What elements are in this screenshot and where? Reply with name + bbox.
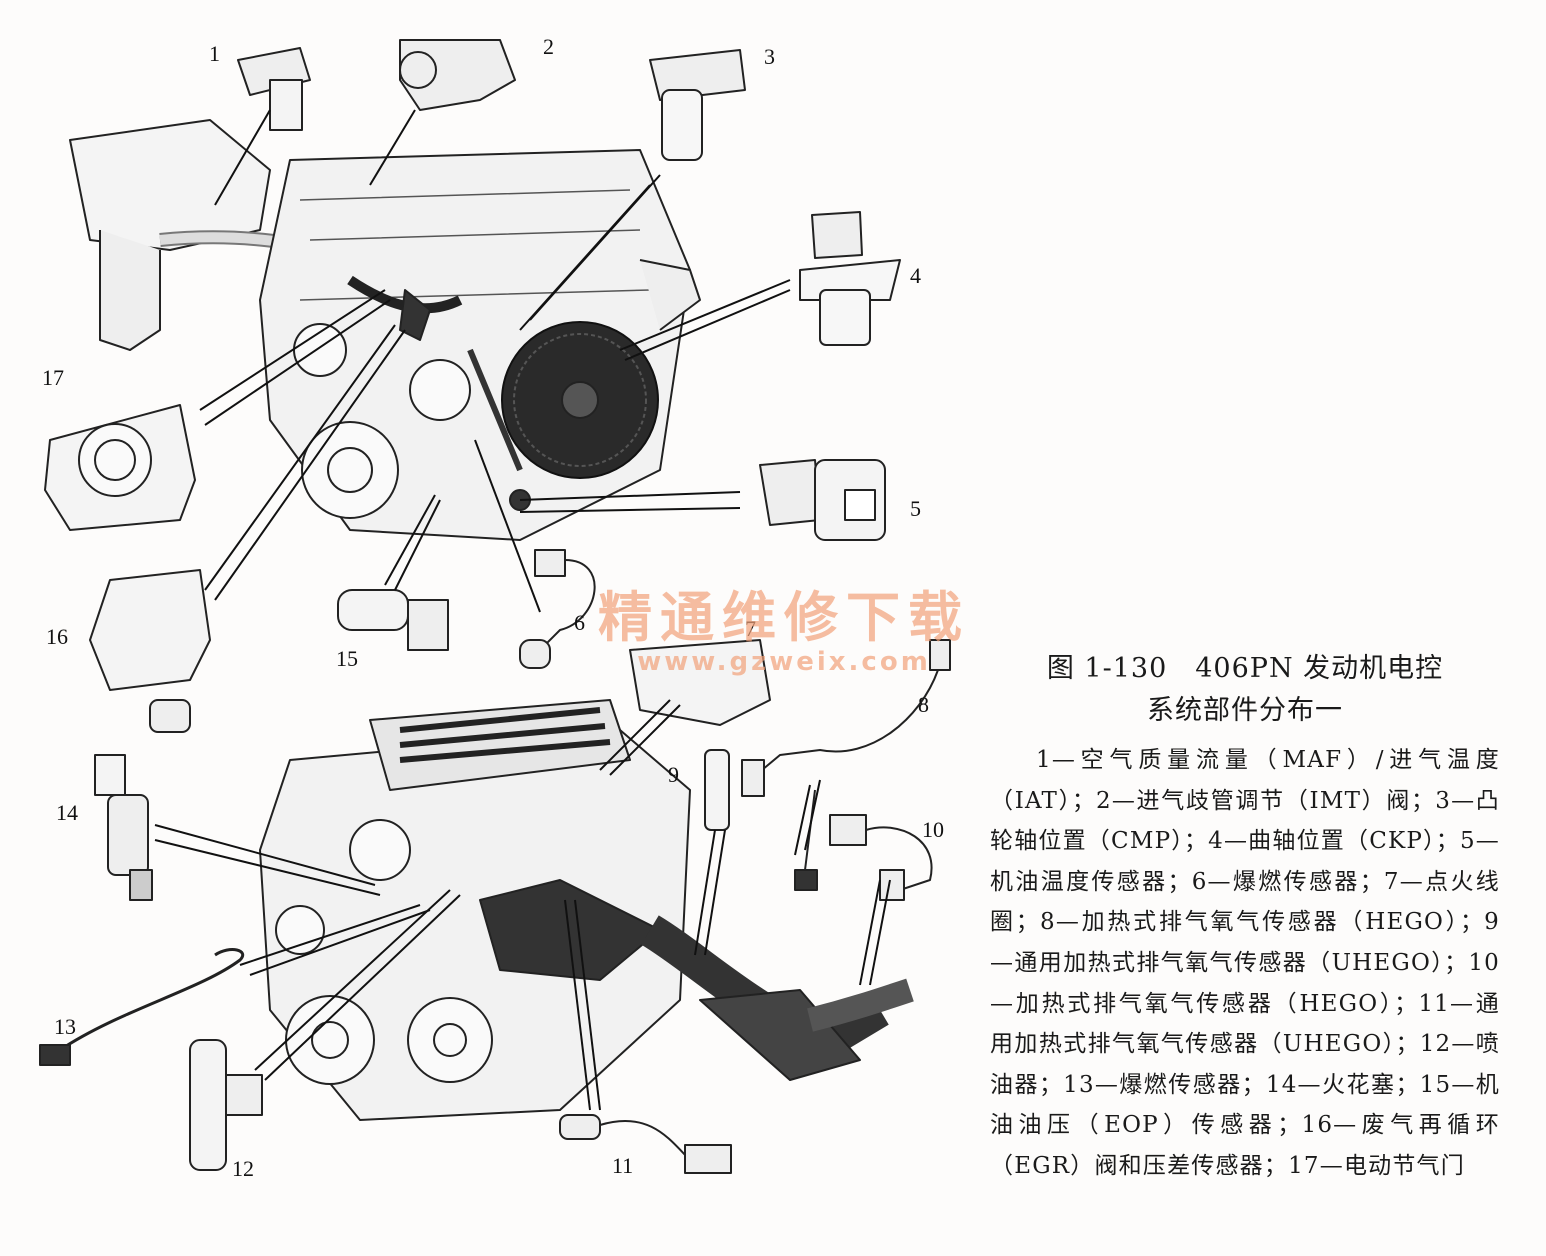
part-5-oil-temp-sensor bbox=[759, 459, 886, 541]
callout-15: 15 bbox=[336, 646, 358, 671]
callout-17: 17 bbox=[42, 365, 64, 390]
part-1-maf-sensor bbox=[237, 47, 311, 131]
callout-4: 4 bbox=[910, 263, 921, 288]
callout-6: 6 bbox=[574, 610, 585, 635]
callout-1: 1 bbox=[209, 41, 220, 66]
part-17-electronic-throttle bbox=[44, 404, 196, 531]
callout-14: 14 bbox=[56, 800, 78, 825]
part-6-knock-sensor bbox=[519, 549, 596, 669]
leader-lines bbox=[154, 109, 891, 1111]
part-3-cmp-sensor bbox=[649, 49, 746, 161]
part-15-eop-sensor bbox=[337, 589, 449, 651]
part-12-fuel-injector bbox=[189, 1039, 263, 1171]
lower-engine bbox=[259, 699, 914, 1121]
part-16-egr-valve bbox=[89, 569, 211, 733]
figure-caption: 图 1-130 406PN 发动机电控 系统部件分布一 1—空气质量流量（MAF… bbox=[990, 648, 1500, 1187]
watermark: 精通维修下载 www.gzweix.com bbox=[598, 586, 970, 678]
part-9-uhego-sensor bbox=[704, 749, 730, 831]
callout-8: 8 bbox=[918, 692, 929, 717]
callout-13: 13 bbox=[54, 1014, 76, 1039]
callout-2: 2 bbox=[543, 34, 554, 59]
callout-5: 5 bbox=[910, 496, 921, 521]
part-11-uhego-sensor bbox=[559, 1114, 732, 1174]
part-13-knock-sensor bbox=[39, 948, 244, 1066]
figure-title-line1: 图 1-130 406PN 发动机电控 bbox=[1046, 653, 1444, 684]
part-8-hego-sensor bbox=[741, 639, 951, 891]
watermark-title: 精通维修下载 bbox=[598, 586, 970, 649]
callout-3: 3 bbox=[764, 44, 775, 69]
upper-engine bbox=[69, 119, 701, 541]
part-2-imt-valve bbox=[399, 39, 516, 111]
part-10-hego-sensor bbox=[829, 814, 933, 901]
figure-legend: 1—空气质量流量（MAF）/进气温度（IAT）；2—进气歧管调节（IMT）阀；3… bbox=[990, 747, 1500, 1179]
callout-11: 11 bbox=[612, 1153, 634, 1178]
callout-7: 7 bbox=[745, 616, 756, 641]
callout-10: 10 bbox=[922, 817, 944, 842]
callout-12: 12 bbox=[232, 1156, 254, 1181]
part-14-spark-plug bbox=[94, 754, 153, 901]
figure-title-line2: 系统部件分布一 bbox=[1147, 695, 1343, 726]
part-4-ckp-sensor bbox=[799, 211, 901, 346]
watermark-url: www.gzweix.com bbox=[637, 647, 931, 678]
callout-9: 9 bbox=[668, 762, 679, 787]
callout-16: 16 bbox=[46, 624, 68, 649]
